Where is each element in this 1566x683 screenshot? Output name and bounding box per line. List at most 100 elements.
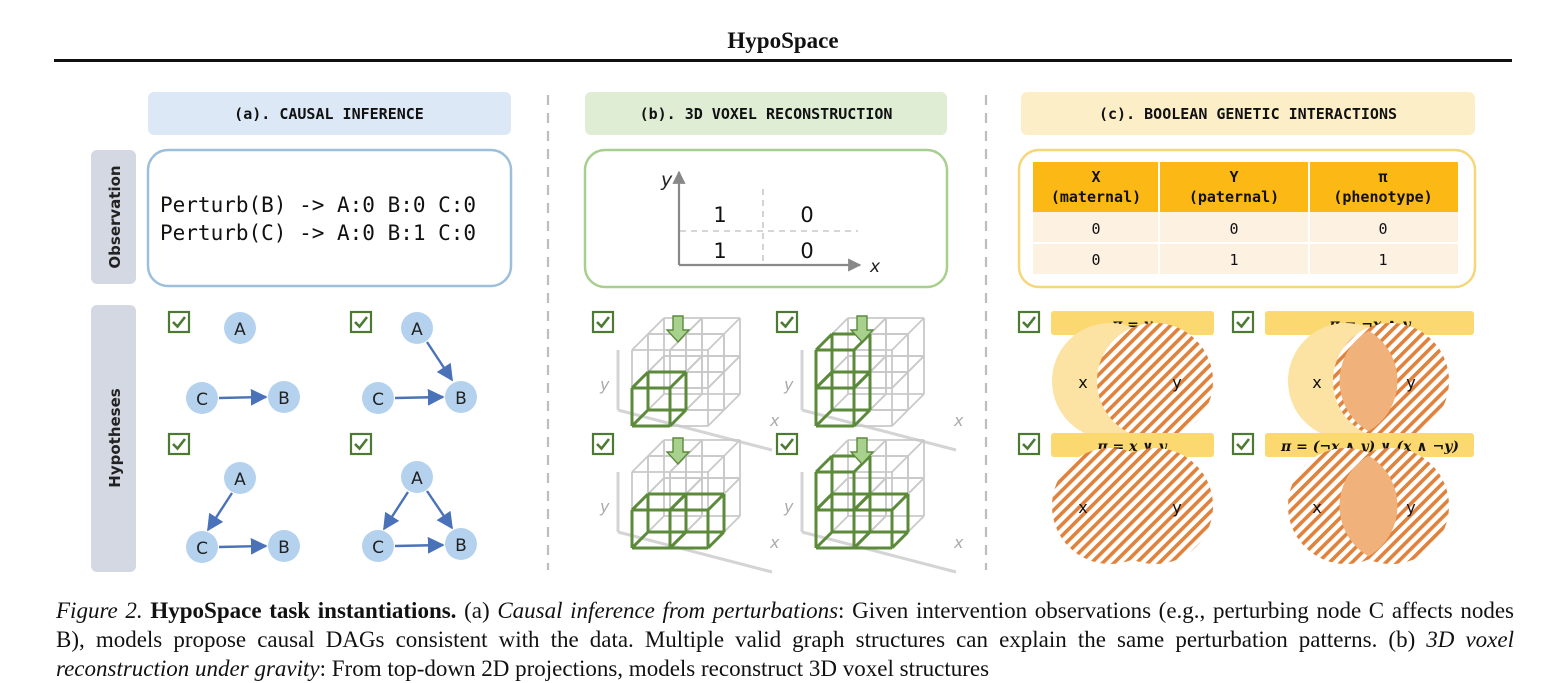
panel-b-header: (b). 3D VOXEL RECONSTRUCTION [640,105,893,123]
check-icon [349,310,373,334]
table-cell: 0 [1378,220,1387,238]
projection-cell: 1 [713,239,726,263]
node-c-label: C [196,539,208,559]
down-arrow-icon [849,437,875,466]
table-header-x-sub: (maternal) [1051,188,1141,206]
voxel-y-axis-label: y [599,497,610,516]
node-c-label: C [372,390,384,410]
node-b-label: B [455,389,467,409]
node-c [186,531,218,563]
caption-part-a-italic: Causal inference from perturbations [497,598,839,623]
formula-label: π = (¬x ∧ y) ∨ (x ∧ ¬y) [1280,439,1459,455]
check-icon [591,432,615,456]
table-cell: 1 [1229,251,1238,269]
caption-part-b-text: : From top-down 2D projections, models r… [319,656,990,681]
panel-c: (c). BOOLEAN GENETIC INTERACTIONS X (mat… [1017,92,1477,564]
node-b-label: B [278,389,290,409]
panel-b: (b). 3D VOXEL RECONSTRUCTION 1 0 1 0 y x… [583,92,964,574]
check-icon [1017,310,1041,334]
caption-title: HypoSpace task instantiations. [150,598,457,623]
down-arrow-icon [849,315,875,344]
node-a [224,462,256,494]
node-a [401,461,433,493]
table-header-pi-sub: (phenotype) [1333,188,1432,206]
row-label-observation: Observation [91,150,136,284]
table-cell: 0 [1091,220,1100,238]
check-icon [775,432,799,456]
table-header-x: X [1091,168,1100,186]
projection-cell: 1 [713,203,726,227]
set-label-x: x [1312,373,1321,392]
set-label-x: x [1078,373,1087,392]
row-label-hypotheses: Hypotheses [91,305,136,572]
check-icon [167,432,191,456]
row-label-hypotheses-text: Hypotheses [106,388,124,487]
panel-a: (a). CAUSAL INFERENCE Perturb(B) -> A:0 … [146,92,513,563]
node-c-label: C [372,538,384,558]
edge-c-b [218,388,268,406]
node-c [362,530,394,562]
observation-line-1: Perturb(B) -> A:0 B:0 C:0 [160,193,476,217]
set-label-y: y [1406,373,1415,392]
table-header-y-sub: (paternal) [1189,188,1279,206]
set-label-y: y [1406,498,1415,517]
voxel-y-axis-label: y [599,375,610,394]
node-b [268,530,300,562]
check-icon [1231,432,1255,456]
check-icon [591,310,615,334]
row-label-observation-text: Observation [106,165,124,268]
check-icon [775,310,799,334]
figure: Observation Hypotheses (a). CAUSAL INFER… [91,92,1477,574]
edge-a-b [425,341,454,382]
node-c [186,382,218,414]
table-cell: 1 [1378,251,1387,269]
voxel-y-axis-label: y [783,497,794,516]
node-c [362,382,394,414]
node-b-label: B [455,536,467,556]
node-a-label: A [411,320,423,340]
check-icon [1017,432,1041,456]
table-header-pi: π [1378,168,1387,186]
node-a-label: A [411,469,423,489]
node-b [445,381,477,413]
check-icon [349,432,373,456]
check-icon [1231,310,1255,334]
caption-part-b-label: (b) [1388,627,1416,652]
down-arrow-icon [665,315,691,344]
edge-a-c [382,491,410,531]
node-c-label: C [196,390,208,410]
node-a [224,312,256,344]
node-a [401,312,433,344]
projection-cell: 0 [800,203,813,227]
caption-prefix: Figure 2. [56,598,143,623]
check-icon [167,310,191,334]
edge-c-b [394,536,445,554]
running-head: HypoSpace [727,28,839,53]
node-b [445,528,477,560]
table-cell: 0 [1091,251,1100,269]
table-cell: 0 [1229,220,1238,238]
panel-a-header: (a). CAUSAL INFERENCE [234,105,424,123]
voxel-hypothesis: yx [591,432,780,574]
set-label-x: x [1312,498,1321,517]
set-label-x: x [1078,498,1087,517]
voxel-y-axis-label: y [783,375,794,394]
figure-caption: Figure 2. HypoSpace task instantiations.… [56,596,1514,683]
down-arrow-icon [665,437,691,466]
edge-a-c [206,492,234,532]
caption-part-a-text: : Given intervention observations (e.g.,… [56,598,1515,652]
projection-y-axis-label: y [660,169,673,191]
node-b-label: B [278,538,290,558]
edge-c-b [394,388,445,406]
voxel-x-axis-label: x [953,411,964,430]
caption-part-a-label: (a) [464,598,490,623]
node-a-label: A [234,320,246,340]
node-a-label: A [234,470,246,490]
edge-a-b [426,490,453,530]
voxel-x-axis-label: x [769,533,780,552]
header-rule [54,59,1512,62]
node-b [268,381,300,413]
voxel-hypothesis: yx [775,310,964,452]
voxel-hypothesis: yx [775,432,964,574]
